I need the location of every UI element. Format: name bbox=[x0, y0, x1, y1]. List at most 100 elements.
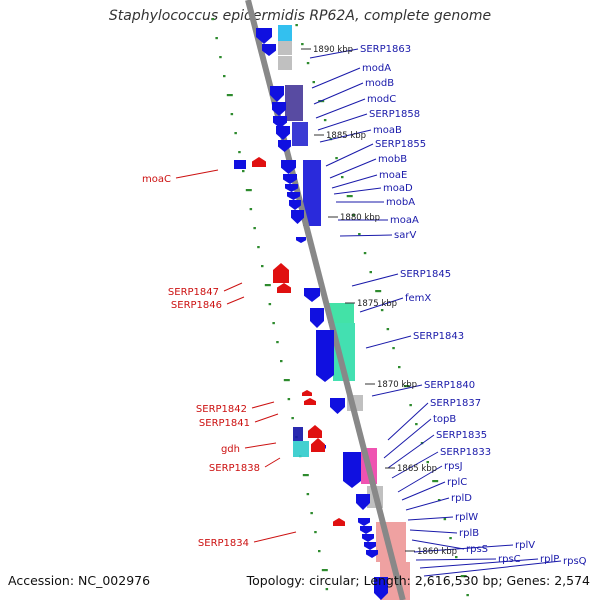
gene-arrow bbox=[283, 174, 297, 184]
tick-mark bbox=[276, 341, 279, 344]
tick-mark bbox=[426, 461, 429, 464]
leader-line bbox=[244, 442, 277, 449]
leader-line bbox=[409, 529, 458, 534]
gene-arrow bbox=[273, 263, 289, 283]
gene-arrow bbox=[289, 200, 301, 210]
tick-mark bbox=[301, 43, 304, 46]
gene-label-serp1847: SERP1847 bbox=[168, 287, 219, 298]
tick-mark bbox=[415, 423, 418, 426]
tick-mark bbox=[386, 328, 390, 331]
feature-block bbox=[285, 85, 303, 121]
leader-line bbox=[251, 401, 275, 409]
leader-line bbox=[253, 531, 297, 543]
tick-mark bbox=[215, 37, 218, 40]
feature-block bbox=[278, 25, 292, 41]
gene-label-sarv: sarV bbox=[394, 230, 416, 241]
feature-block bbox=[292, 122, 308, 146]
gene-label-serp1843: SERP1843 bbox=[413, 331, 464, 342]
tick-mark bbox=[230, 113, 234, 116]
gene-arrow bbox=[302, 390, 312, 396]
gene-arrow bbox=[277, 283, 291, 293]
leader-line bbox=[401, 481, 446, 501]
tick-mark bbox=[268, 303, 272, 306]
tick-mark bbox=[257, 246, 260, 249]
tick-mark bbox=[295, 24, 298, 27]
gene-label-serp1838: SERP1838 bbox=[209, 463, 260, 474]
feature-block bbox=[293, 441, 309, 457]
feature-block bbox=[278, 41, 292, 55]
leader-line bbox=[315, 98, 366, 119]
scale-label: 1865 kbp bbox=[397, 464, 437, 474]
tick-mark bbox=[302, 474, 309, 477]
tick-mark bbox=[437, 499, 441, 502]
gene-label-moda: modA bbox=[362, 63, 391, 74]
gene-label-serp1833: SERP1833 bbox=[440, 447, 491, 458]
tick-mark bbox=[242, 170, 245, 173]
gene-label-rplc: rplC bbox=[447, 477, 467, 488]
gene-arrow bbox=[358, 518, 370, 526]
tick-mark bbox=[466, 594, 469, 597]
gene-arrow bbox=[304, 398, 316, 405]
gene-label-moaa: moaA bbox=[390, 215, 419, 226]
leader-line bbox=[313, 82, 364, 105]
feature-block bbox=[333, 323, 355, 381]
gene-arrow bbox=[360, 526, 372, 534]
leader-line bbox=[264, 457, 281, 468]
leader-line bbox=[383, 418, 432, 459]
gene-arrow bbox=[362, 534, 374, 542]
leader-line bbox=[371, 384, 423, 397]
gene-label-rplp: rplP bbox=[540, 554, 559, 565]
gene-arrow bbox=[343, 452, 361, 488]
tick-mark bbox=[363, 252, 367, 255]
gene-arrow bbox=[278, 140, 291, 152]
gene-label-serp1846: SERP1846 bbox=[171, 300, 222, 311]
leader-line bbox=[407, 516, 454, 521]
tick-mark bbox=[211, 18, 215, 21]
gene-label-femx: femX bbox=[405, 293, 431, 304]
gene-label-rpsq: rpsQ bbox=[563, 556, 587, 567]
gene-arrows bbox=[234, 28, 388, 600]
gene-label-topb: topB bbox=[433, 414, 456, 425]
tick-mark bbox=[318, 550, 321, 553]
gene-label-serp1837: SERP1837 bbox=[430, 398, 481, 409]
gene-arrow bbox=[374, 577, 388, 600]
tick-mark bbox=[234, 132, 237, 135]
gene-arrow bbox=[311, 438, 325, 452]
leader-line bbox=[254, 413, 279, 423]
scale-label: 1860 kbp bbox=[417, 547, 457, 557]
tick-mark bbox=[403, 385, 410, 388]
tick-mark bbox=[261, 265, 264, 268]
gene-label-serp1835: SERP1835 bbox=[436, 430, 487, 441]
tick-mark bbox=[380, 309, 384, 312]
gene-label-moad: moaD bbox=[383, 183, 413, 194]
leader-line bbox=[311, 67, 361, 89]
gene-label-serp1863: SERP1863 bbox=[360, 44, 411, 55]
tick-mark bbox=[358, 233, 361, 236]
leader-line bbox=[359, 297, 404, 313]
gene-arrow bbox=[304, 288, 320, 302]
tick-mark bbox=[253, 227, 256, 230]
tick-mark bbox=[398, 366, 401, 369]
tick-mark bbox=[460, 575, 467, 578]
tick-mark bbox=[226, 94, 233, 97]
gene-arrow bbox=[281, 160, 296, 174]
gene-arrow bbox=[333, 518, 345, 526]
gene-arrow bbox=[330, 398, 345, 414]
gene-label-gdh: gdh bbox=[221, 444, 240, 455]
gene-label-mobb: mobB bbox=[378, 154, 407, 165]
gene-label-moac: moaC bbox=[142, 174, 171, 185]
leader-line bbox=[413, 544, 514, 553]
scale-label: 1870 kbp bbox=[377, 380, 417, 390]
gene-arrow bbox=[262, 44, 276, 56]
leader-line bbox=[415, 558, 497, 561]
gene-label-modb: modB bbox=[365, 78, 394, 89]
gene-label-moae: moaE bbox=[379, 170, 407, 181]
gene-arrow bbox=[296, 237, 306, 243]
tick-mark bbox=[323, 119, 327, 122]
gene-label-rpsc: rpsC bbox=[498, 554, 521, 565]
gene-label-rplw: rplW bbox=[455, 512, 478, 523]
tick-mark bbox=[272, 322, 275, 325]
gene-label-serp1834: SERP1834 bbox=[198, 538, 249, 549]
